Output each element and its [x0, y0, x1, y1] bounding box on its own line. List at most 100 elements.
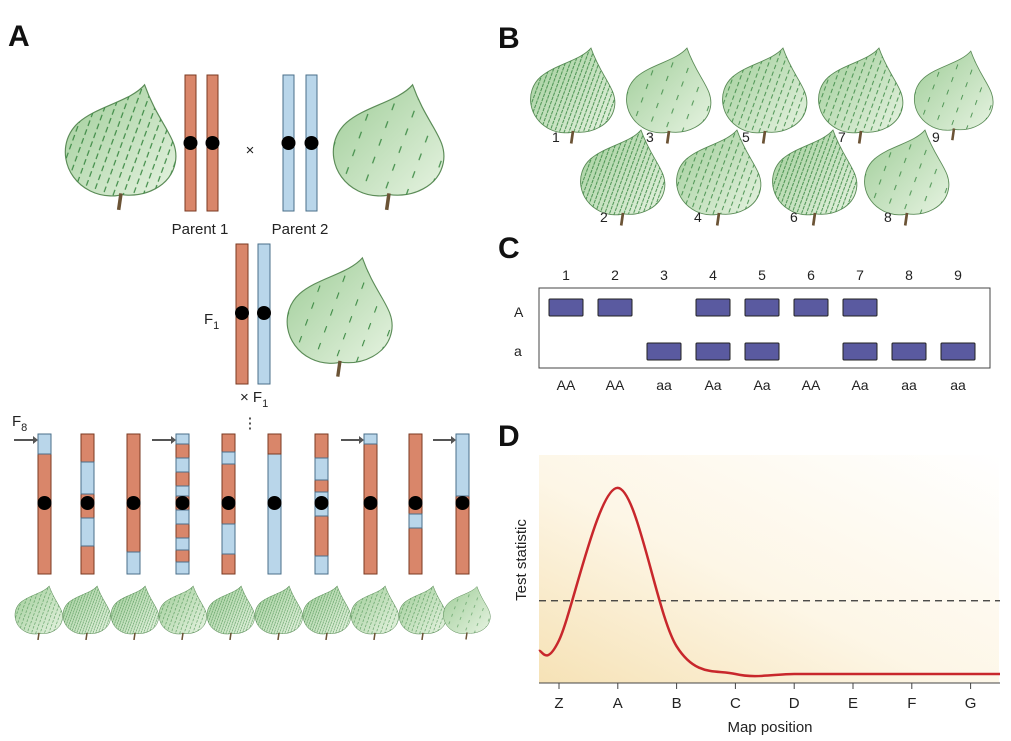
centromere	[183, 136, 198, 150]
f8-leaf	[442, 585, 492, 640]
segment	[80, 517, 95, 547]
f8-leaf	[62, 585, 112, 640]
gel-band-A	[842, 298, 878, 317]
f8-leaf	[158, 585, 208, 640]
series-line	[538, 486, 1000, 678]
gel-band-A	[744, 298, 780, 317]
plant-number: 9	[932, 129, 940, 145]
segment	[455, 433, 470, 497]
column-number: 3	[660, 267, 668, 283]
genotype-label: AA	[606, 377, 625, 393]
panel-label-d: D	[498, 420, 520, 453]
x-tick-label: B	[672, 695, 682, 712]
centromere	[175, 496, 190, 510]
centromere	[455, 496, 470, 510]
gel-band-a	[695, 342, 731, 361]
segment	[175, 433, 190, 445]
panel-label-c: C	[498, 232, 520, 265]
segment	[314, 555, 329, 575]
genotype-label: aa	[950, 377, 966, 393]
genotype-label: aa	[656, 377, 672, 393]
selection-arrow-head	[33, 436, 38, 444]
x-tick-label: F	[907, 695, 916, 712]
selection-arrow-head	[451, 436, 456, 444]
centromere	[408, 496, 423, 510]
column-number: 4	[709, 267, 717, 283]
panel-label-b: B	[498, 22, 520, 55]
segment	[37, 433, 52, 455]
column-number: 9	[954, 267, 962, 283]
centromere	[257, 306, 271, 320]
plant-leaf	[817, 46, 905, 144]
column-number: 8	[905, 267, 913, 283]
row-label-A: A	[514, 304, 524, 320]
segment	[80, 461, 95, 495]
f8-leaf	[14, 585, 64, 640]
column-number: 7	[856, 267, 864, 283]
plot-area	[539, 455, 999, 683]
cross-f1-label: × F1	[240, 389, 268, 410]
plant-leaf	[529, 46, 617, 144]
plant-number: 3	[646, 129, 654, 145]
f8-chromosomes	[14, 433, 470, 575]
plant-leaf	[625, 46, 713, 144]
segment	[221, 523, 236, 555]
panel-a: × Parent 1 Parent 2 F1 × F1 ⋮ F8	[12, 74, 492, 640]
centromere	[363, 496, 378, 510]
segment	[126, 551, 141, 575]
segment	[175, 509, 190, 525]
selection-arrow-head	[171, 436, 176, 444]
genotype-label: Aa	[851, 377, 868, 393]
plant-number: 6	[790, 209, 798, 225]
centromere	[267, 496, 282, 510]
segment	[267, 433, 282, 455]
cross-symbol: ×	[246, 142, 255, 159]
segment	[175, 561, 190, 575]
panel-b: 1 3 5 7 9 2 4 6 8	[529, 46, 995, 226]
plant-number: 2	[600, 209, 608, 225]
genotype-label: AA	[557, 377, 576, 393]
centromere	[235, 306, 249, 320]
parent1-leaf	[63, 82, 178, 212]
plant-number: 5	[742, 129, 750, 145]
segment	[175, 537, 190, 551]
centromere	[281, 136, 296, 150]
f8-leaf	[110, 585, 160, 640]
f8-leaf	[254, 585, 304, 640]
parent2-label: Parent 2	[272, 221, 329, 238]
segment	[314, 457, 329, 481]
genotype-label: Aa	[753, 377, 770, 393]
genotype-label: Aa	[704, 377, 721, 393]
plant-leaf	[912, 49, 995, 142]
x-tick-label: C	[730, 695, 741, 712]
centromere	[205, 136, 220, 150]
centromere	[37, 496, 52, 510]
plant-number: 1	[552, 129, 560, 145]
plant-number: 8	[884, 209, 892, 225]
generation-ellipsis: ⋮	[243, 415, 258, 432]
x-tick-label: Z	[554, 695, 563, 712]
centromere	[304, 136, 319, 150]
column-number: 6	[807, 267, 815, 283]
x-tick-label: A	[613, 695, 623, 712]
centromere	[80, 496, 95, 510]
centromere	[314, 496, 329, 510]
column-number: 1	[562, 267, 570, 283]
x-tick-label: G	[965, 695, 977, 712]
gel-band-A	[793, 298, 829, 317]
panel-label-a: A	[8, 20, 30, 53]
parent1-label: Parent 1	[172, 221, 229, 238]
gel-band-A	[548, 298, 584, 317]
column-number: 5	[758, 267, 766, 283]
plant-number: 4	[694, 209, 702, 225]
f8-leaves	[14, 585, 492, 640]
f1-label: F1	[204, 311, 219, 332]
x-tick-label: D	[789, 695, 800, 712]
gel-band-a	[842, 342, 878, 361]
gel-band-a	[646, 342, 682, 361]
x-tick-label: E	[848, 695, 858, 712]
